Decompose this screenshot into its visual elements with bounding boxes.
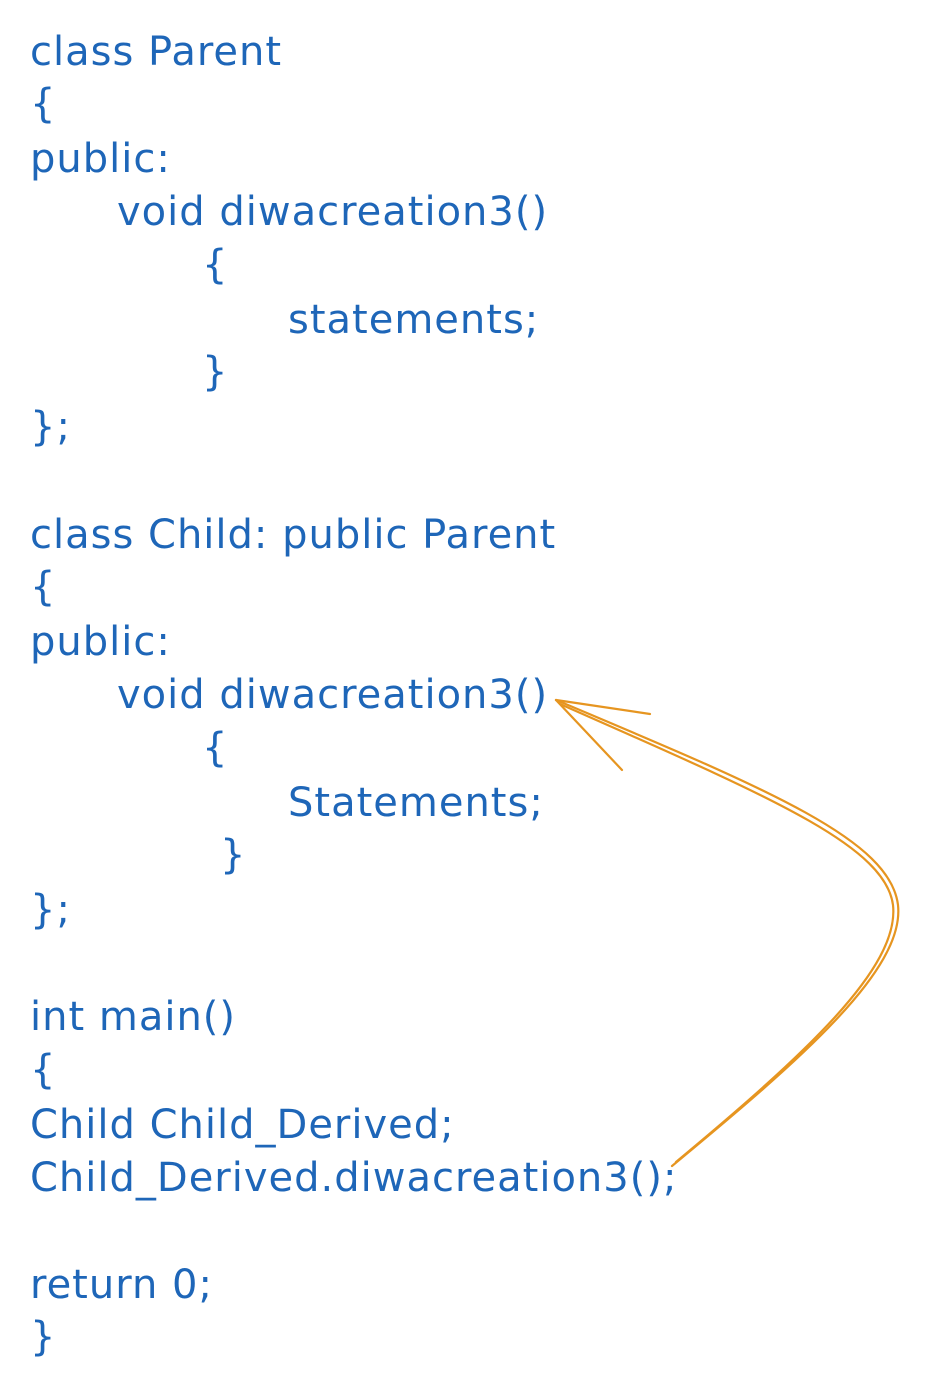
code-line-parent-method-signature: void diwacreation3() (117, 189, 548, 235)
code-line-main-return: return 0; (30, 1262, 213, 1308)
code-line-child-close-brace: }; (30, 887, 71, 933)
code-line-class-parent: class Parent (30, 29, 282, 75)
call-arrow (554, 698, 900, 1168)
code-line-child-method-signature: void diwacreation3() (117, 672, 548, 718)
call-arrow-head-upper (554, 698, 652, 716)
code-line-child-open-brace: { (30, 564, 56, 610)
code-line-child-method-body: Statements; (288, 780, 544, 826)
code-line-parent-close-brace: }; (30, 404, 71, 450)
call-arrow-head-lower (554, 698, 624, 772)
call-arrow-shaft (554, 698, 900, 1168)
code-line-main-method-call: Child_Derived.diwacreation3(); (30, 1155, 677, 1201)
code-line-child-method-open-brace: { (202, 725, 228, 771)
code-line-child-method-close-brace: } (220, 832, 246, 878)
code-line-main-close-brace: } (30, 1314, 56, 1360)
code-line-main-open-brace: { (30, 1047, 56, 1093)
call-arrow-shaft-double (558, 702, 895, 1164)
code-line-parent-method-open-brace: { (202, 242, 228, 288)
code-line-parent-public: public: (30, 136, 171, 182)
code-line-parent-open-brace: { (30, 81, 56, 127)
code-line-child-public: public: (30, 619, 171, 665)
code-line-parent-method-close-brace: } (202, 349, 228, 395)
code-line-main-signature: int main() (30, 994, 236, 1040)
code-line-main-object-declaration: Child Child_Derived; (30, 1102, 455, 1148)
code-line-class-child: class Child: public Parent (30, 512, 556, 558)
code-line-parent-method-body: statements; (288, 297, 539, 343)
